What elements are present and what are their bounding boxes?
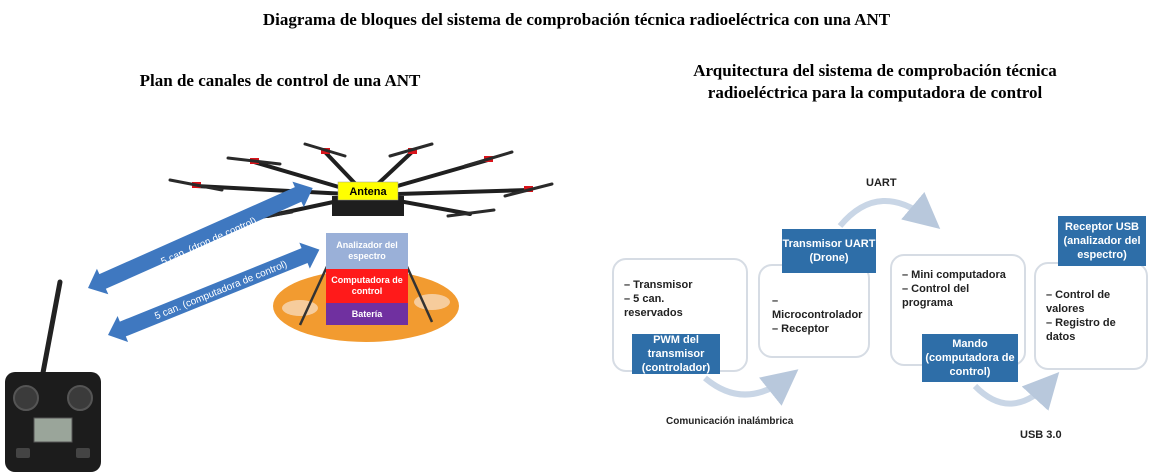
arch-box-1-item: – Transmisor <box>624 279 693 291</box>
arch-box-1-item: – 5 can. <box>624 293 665 305</box>
usb-receiver-block: Receptor USB (analizador del espectro) <box>1058 216 1146 266</box>
pwm-transmitter-block: PWM del transmisor (controlador) <box>632 334 720 374</box>
flow-label-uart: UART <box>866 177 897 189</box>
arch-box-3-item: – Mini computadora <box>902 269 1006 281</box>
right-subtitle-line2: radioeléctrica para la computadora de co… <box>707 83 1043 102</box>
arch-box-4-item: valores <box>1046 303 1085 315</box>
spectrum-analyzer-box: Analizador del espectro <box>326 233 408 269</box>
antenna-label: Antena <box>349 186 387 198</box>
right-subtitle: Arquitectura del sistema de comprobación… <box>610 60 1140 104</box>
control-computer-box: Computadora de control <box>326 269 408 303</box>
arch-box-2-item: – Receptor <box>772 323 829 335</box>
remote-controller-illustration <box>5 279 101 472</box>
arch-box-3-item: – Control del <box>902 283 970 295</box>
right-subtitle-line1: Arquitectura del sistema de comprobación… <box>693 61 1057 80</box>
arch-box-4-item: – Control de <box>1046 289 1111 301</box>
control-computer-block: Mando (computadora de control) <box>922 334 1018 382</box>
left-subtitle: Plan de canales de control de una ANT <box>139 71 421 90</box>
arch-box-3-item: programa <box>902 297 953 309</box>
uart-transmitter-block: Transmisor UART (Drone) <box>782 229 876 273</box>
antenna-box <box>337 181 399 201</box>
arch-box-1-item: reservados <box>624 307 683 319</box>
link-label-computer: 5 can. (computadora de control) <box>153 259 289 322</box>
arch-box-4: – Control de valores – Registro de datos <box>1034 262 1148 370</box>
main-title: Diagrama de bloques del sistema de compr… <box>262 10 891 29</box>
arch-box-4-item: datos <box>1046 331 1076 343</box>
battery-box: Batería <box>326 303 408 325</box>
arch-box-4-item: – Registro de <box>1046 317 1116 329</box>
arch-box-2-item: – Microcontrolador <box>772 295 863 321</box>
link-arrow-computer <box>108 242 320 342</box>
flow-label-usb: USB 3.0 <box>1020 429 1062 441</box>
drone-body <box>332 196 404 216</box>
arch-box-2: – Microcontrolador – Receptor <box>758 264 870 358</box>
landing-legs <box>298 259 434 326</box>
flow-arcs <box>703 191 1060 411</box>
flow-label-wireless: Comunicación inalámbrica <box>666 416 794 427</box>
link-arrow-drone <box>88 181 313 295</box>
